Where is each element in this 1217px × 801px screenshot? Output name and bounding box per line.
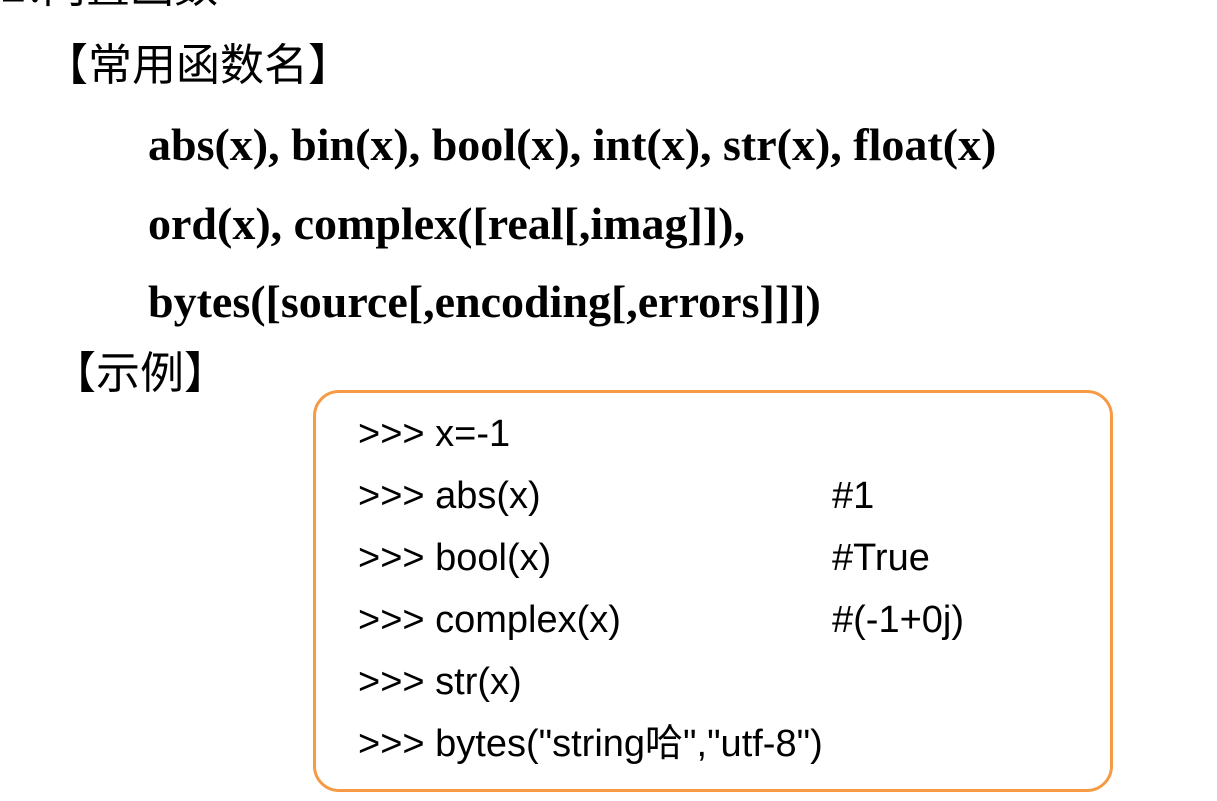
code-line: >>> str(x) [358, 651, 1098, 713]
code-line: >>> complex(x) #(-1+0j) [358, 589, 1098, 651]
function-list-line-3: bytes([source[,encoding[,errors]]]) [148, 276, 821, 327]
code-line: >>> bytes("string哈","utf-8") [358, 713, 1098, 775]
code-command: >>> complex(x) [358, 599, 621, 641]
code-command: >>> abs(x) [358, 475, 541, 517]
common-functions-heading: 【常用函数名】 [44, 40, 352, 91]
code-line: >>> x=-1 [358, 403, 1098, 465]
code-line: >>> bool(x) #True [358, 527, 1098, 589]
example-heading: 【示例】 [52, 348, 228, 399]
code-command: >>> str(x) [358, 661, 522, 703]
code-result: #(-1+0j) [832, 599, 964, 641]
code-command: >>> bool(x) [358, 537, 552, 579]
code-command: >>> x=-1 [358, 413, 511, 455]
code-command: >>> bytes("string哈","utf-8") [358, 723, 823, 765]
section-title: 2.内置函数 [0, 0, 218, 14]
code-result: #True [832, 537, 930, 579]
code-line: >>> abs(x) #1 [358, 465, 1098, 527]
function-list-line-1: abs(x), bin(x), bool(x), int(x), str(x),… [148, 119, 997, 170]
function-list-line-2: ord(x), complex([real[,imag]]), [148, 198, 745, 249]
example-code-box: >>> x=-1 >>> abs(x) #1 >>> bool(x) #True… [313, 390, 1113, 792]
code-result: #1 [832, 475, 875, 517]
